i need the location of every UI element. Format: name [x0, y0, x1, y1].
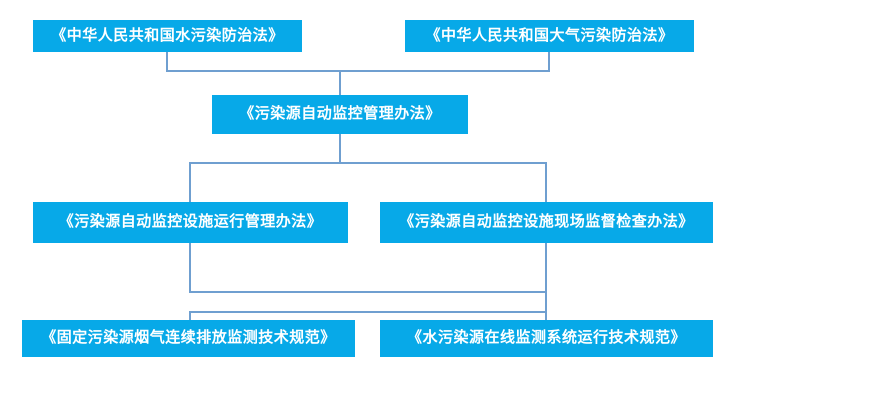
connector-c2-down [339, 134, 341, 164]
connector-c1-bus [166, 70, 550, 72]
node-auto-monitoring-admin-measures[interactable]: 《污染源自动监控管理办法》 [212, 95, 468, 134]
connector-c3-cross-upper [189, 291, 547, 293]
connector-c1-to-level2 [339, 70, 341, 95]
connector-c3-left-down [189, 243, 191, 293]
connector-c2-right-drop [545, 162, 547, 202]
node-cems-technical-spec[interactable]: 《固定污染源烟气连续排放监测技术规范》 [22, 320, 355, 357]
connector-c1-air-down [548, 52, 550, 72]
node-water-pollution-law[interactable]: 《中华人民共和国水污染防治法》 [33, 20, 302, 52]
connector-c3-right-down [545, 243, 547, 313]
connector-c3-cross-lower [189, 311, 547, 313]
node-facility-operation-admin-measures[interactable]: 《污染源自动监控设施运行管理办法》 [33, 202, 348, 243]
node-onsite-supervision-inspection-measures[interactable]: 《污染源自动监控设施现场监督检查办法》 [380, 202, 713, 243]
node-water-online-monitoring-technical-spec[interactable]: 《水污染源在线监测系统运行技术规范》 [380, 320, 713, 357]
connector-c2-left-drop [189, 162, 191, 202]
connector-c3-to-water-spec [545, 291, 547, 321]
node-air-pollution-law[interactable]: 《中华人民共和国大气污染防治法》 [405, 20, 694, 52]
connector-c1-water-down [166, 52, 168, 72]
connector-c3-to-cems [189, 311, 191, 322]
connector-c2-bus [189, 162, 547, 164]
